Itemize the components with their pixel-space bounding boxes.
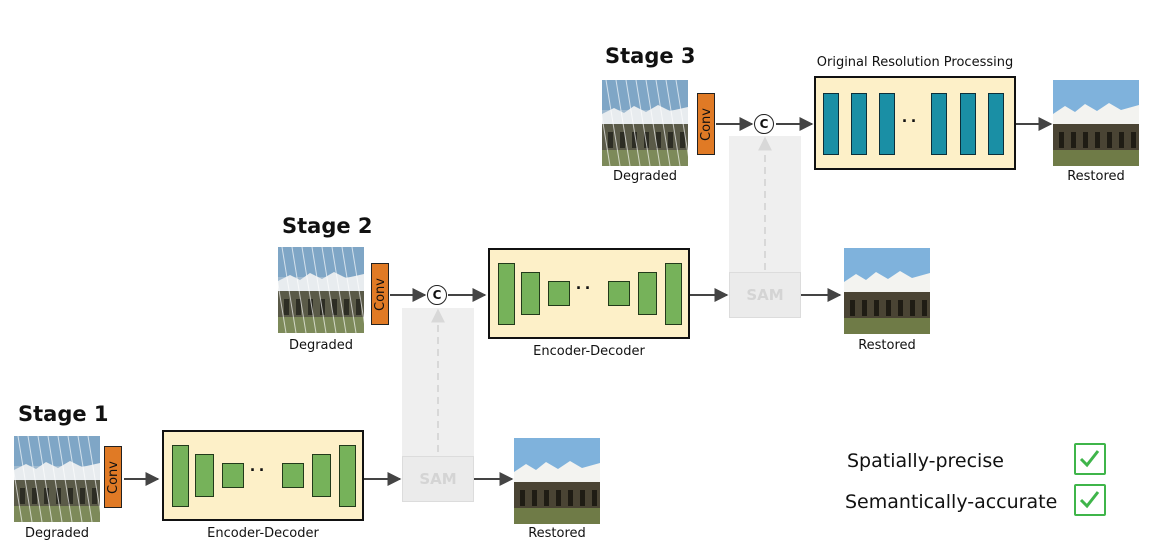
stage3-title: Stage 3 <box>605 44 696 68</box>
sam-feed-column-1 <box>402 308 474 456</box>
orp-block <box>851 93 867 155</box>
stage2-restored-image <box>844 248 930 334</box>
stage1-encoder-decoder: ·· <box>162 430 364 521</box>
encoder-block <box>521 272 540 315</box>
stage3-conv-label: Conv <box>698 107 714 141</box>
stage2-restored-caption: Restored <box>858 338 916 353</box>
orp-block <box>960 93 976 155</box>
stage3-concat-icon: C <box>754 114 774 134</box>
decoder-block <box>665 263 682 325</box>
decoder-block <box>339 445 356 507</box>
stage1-sam: SAM <box>402 456 474 502</box>
decoder-block <box>282 463 304 488</box>
stage3-restored-image <box>1053 80 1139 166</box>
stage3-restored-caption: Restored <box>1067 169 1125 184</box>
encoder-block <box>222 463 244 488</box>
decoder-block <box>312 454 331 497</box>
orp-block <box>823 93 839 155</box>
ellipsis: ·· <box>250 460 268 480</box>
ellipsis: ·· <box>576 278 594 298</box>
stage1-restored-caption: Restored <box>528 526 586 541</box>
stage2-encoder-caption: Encoder-Decoder <box>533 344 645 359</box>
stage1-conv-label: Conv <box>105 460 121 494</box>
stage2-encoder-decoder: ·· <box>488 248 690 339</box>
stage2-conv-block: Conv <box>371 263 389 325</box>
orp-block <box>879 93 895 155</box>
stage1-encoder-caption: Encoder-Decoder <box>207 526 319 541</box>
encoder-block <box>172 445 189 507</box>
stage2-concat-icon: C <box>427 285 447 305</box>
stage2-degraded-image <box>278 247 364 333</box>
stage2-degraded-caption: Degraded <box>288 338 354 353</box>
stage1-degraded-caption: Degraded <box>24 526 90 541</box>
decoder-block <box>608 281 630 306</box>
stage2-conv-label: Conv <box>372 277 388 311</box>
stage3-orp-caption: Original Resolution Processing <box>816 55 1014 70</box>
legend-semantically-accurate: Semantically-accurate <box>845 491 1058 513</box>
encoder-block <box>195 454 214 497</box>
check-icon <box>1074 484 1106 516</box>
stage3-conv-block: Conv <box>697 93 715 155</box>
stage2-title: Stage 2 <box>282 214 373 238</box>
stage3-degraded-caption: Degraded <box>612 169 678 184</box>
stage1-restored-image <box>514 438 600 524</box>
stage1-conv-block: Conv <box>104 446 122 508</box>
legend-spatially-precise: Spatially-precise <box>847 450 1004 472</box>
encoder-block <box>548 281 570 306</box>
orp-block <box>931 93 947 155</box>
check-icon <box>1074 443 1106 475</box>
stage1-degraded-image <box>14 436 100 522</box>
stage2-sam: SAM <box>729 272 801 318</box>
decoder-block <box>638 272 657 315</box>
stage3-degraded-image <box>602 80 688 166</box>
stage3-original-resolution-processing: ·· <box>814 76 1016 170</box>
ellipsis: ·· <box>902 111 920 131</box>
orp-block <box>988 93 1004 155</box>
stage1-title: Stage 1 <box>18 402 109 426</box>
encoder-block <box>498 263 515 325</box>
